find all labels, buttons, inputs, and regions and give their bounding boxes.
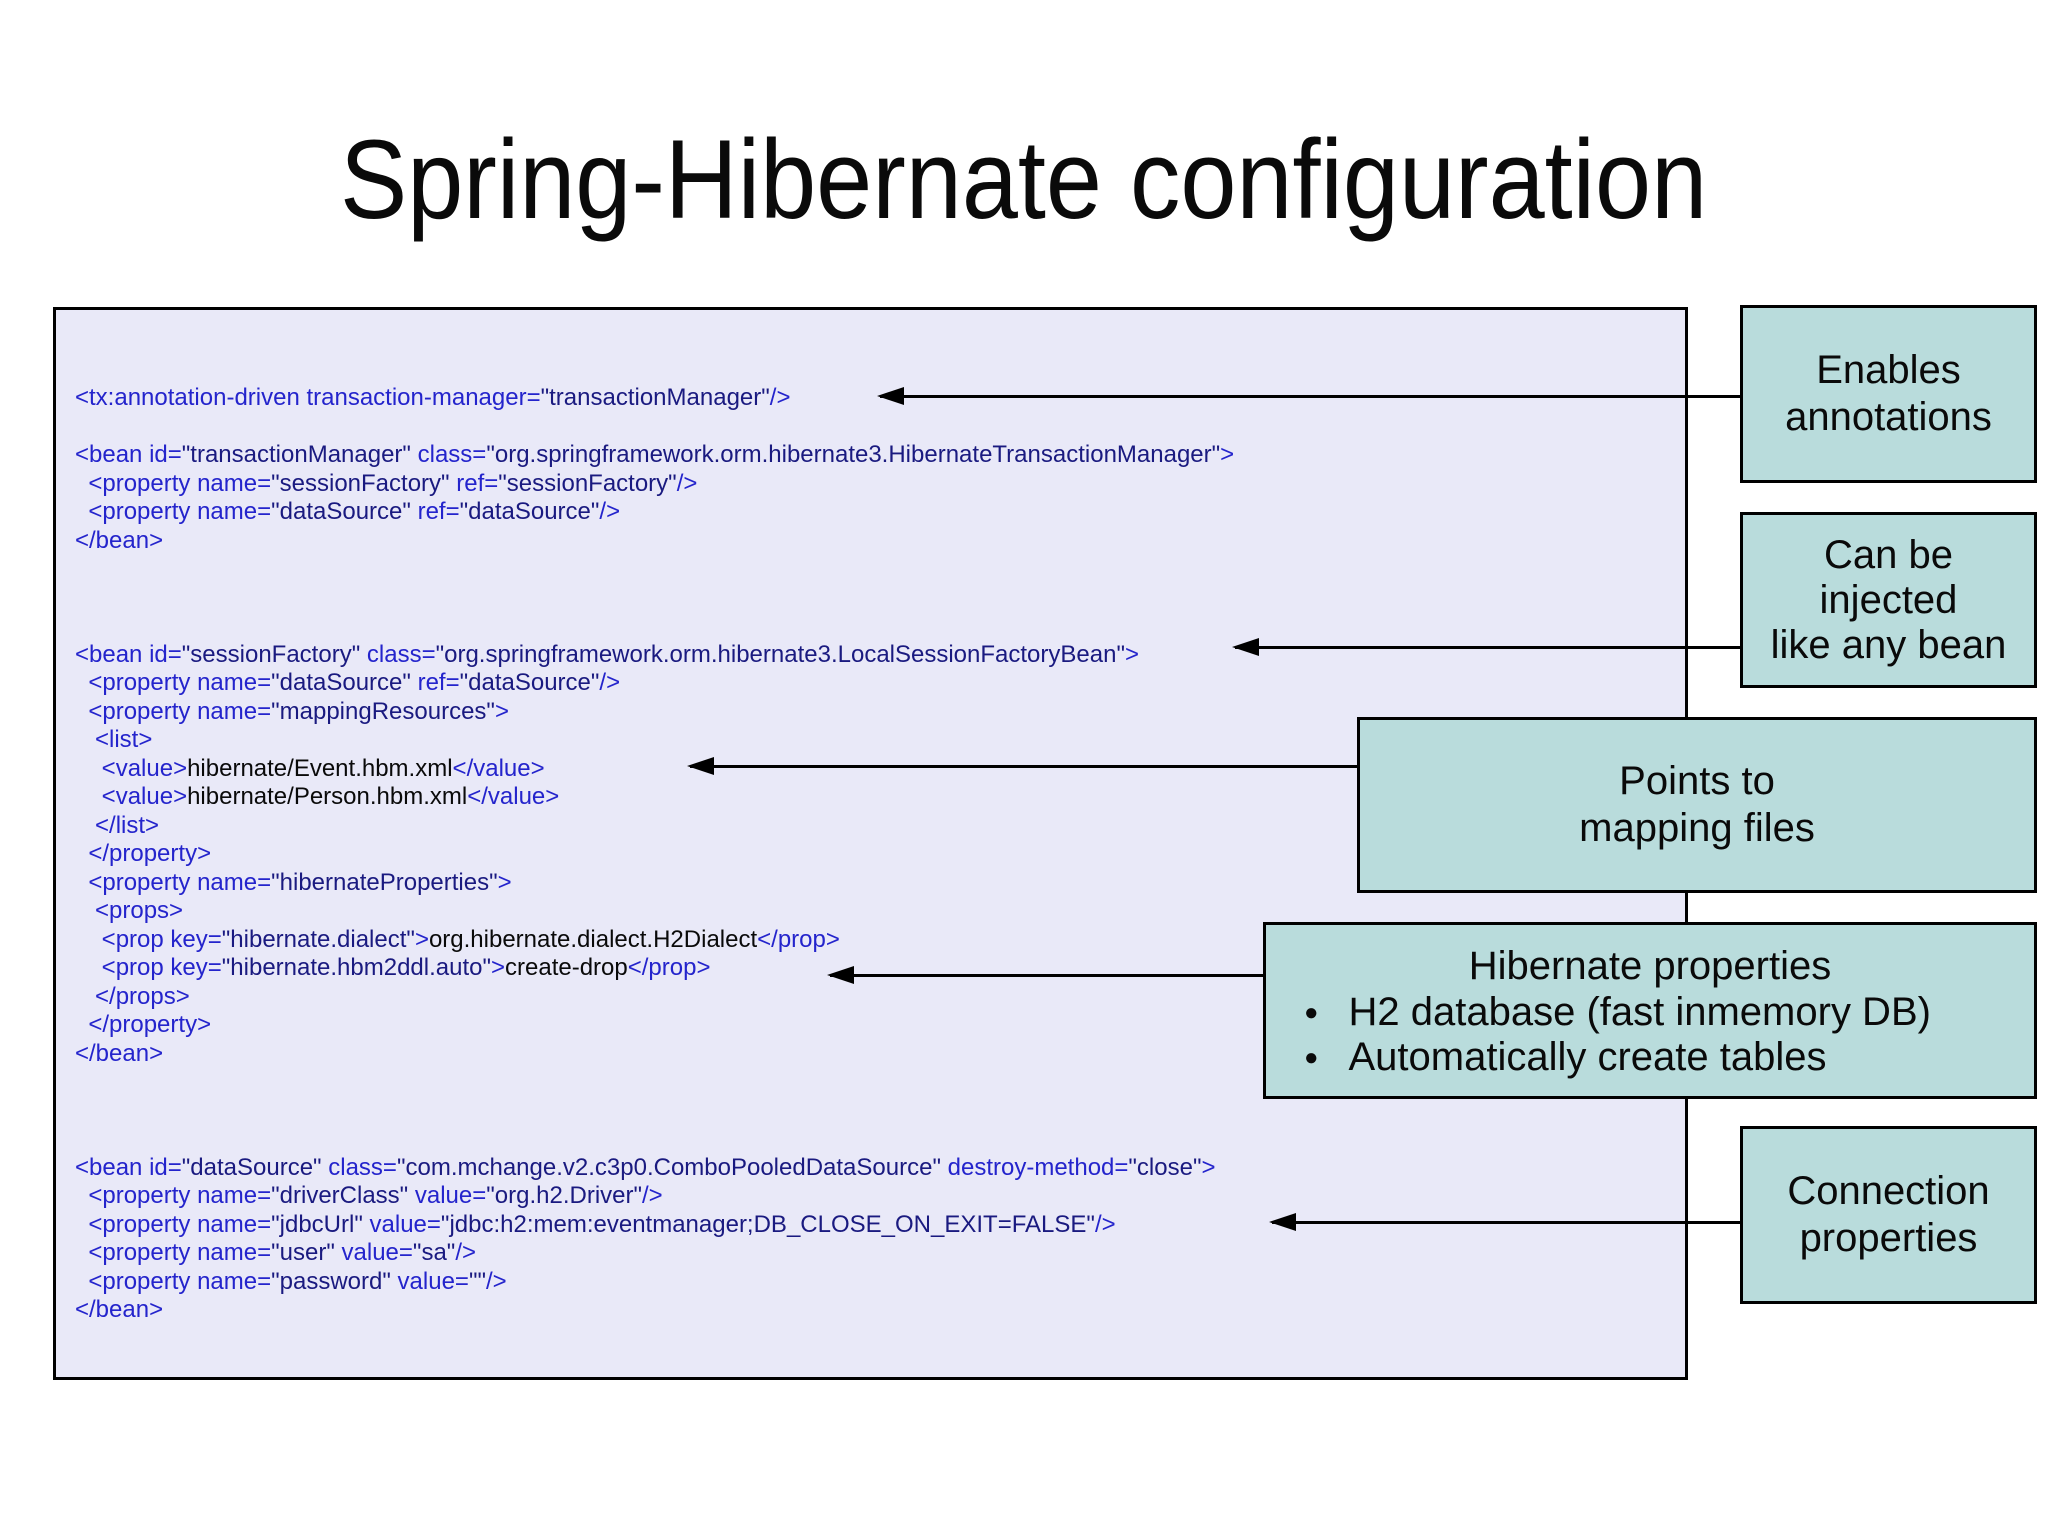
code-line: </bean> [75,1296,164,1323]
arrow-hibernate-properties [827,966,1263,984]
code-line: <list> [75,726,153,753]
callout-can-be-injected: Can be injected like any bean [1740,512,2037,688]
code-line [75,555,1681,584]
page-title: Spring-Hibernate configuration [0,116,2048,245]
code-line: <property name="dataSource" ref="dataSou… [75,498,621,525]
callout-enables-annotations: Enables annotations [1740,305,2037,483]
arrow-can-be-injected [1232,638,1740,656]
code-line: <property name="driverClass" value="org.… [75,1182,663,1209]
code-line [75,1125,1681,1154]
code-line: </bean> [75,1039,164,1067]
code-line [75,584,1681,613]
code-line: <property name="hibernateProperties"> [75,868,512,896]
code-line [75,612,1681,641]
code-line: <tx:annotation-driven transaction-manage… [75,384,791,411]
callout-hibernate-bullet-1: ● H2 database (fast inmemory DB) [1266,990,2034,1035]
callout-points-to-mapping-files: Points to mapping files [1357,717,2037,893]
code-line [75,413,1681,442]
bullet-icon: ● [1304,1043,1319,1071]
bullet-icon: ● [1304,998,1319,1026]
code-line: <value>hibernate/Person.hbm.xml</value> [75,783,560,810]
code-line: <bean id="transactionManager" class="org… [75,441,1235,468]
code-line: <props> [75,897,184,924]
code-line: <property name="password" value=""/> [75,1267,507,1295]
code-line: <property name="mappingResources"> [75,697,509,725]
callout-hibernate-bullet-1-text: H2 database (fast inmemory DB) [1348,989,1931,1034]
code-line: <property name="jdbcUrl" value="jdbc:h2:… [75,1210,1116,1238]
code-line [75,1097,1681,1126]
page-title-text: Spring-Hibernate configuration [340,117,1708,242]
callout-hibernate-bullet-2-text: Automatically create tables [1348,1034,1827,1079]
code-content: <tx:annotation-driven transaction-manage… [75,384,1681,1325]
arrow-enables-annotations [877,387,1740,405]
code-line: <bean id="dataSource" class="com.mchange… [75,1153,1216,1181]
code-line: <property name="sessionFactory" ref="ses… [75,469,698,497]
code-line: </bean> [75,526,164,554]
arrow-connection-properties [1269,1213,1740,1231]
callout-hibernate-bullet-2: ● Automatically create tables [1266,1035,2034,1080]
callout-hibernate-properties: Hibernate properties ● H2 database (fast… [1263,922,2037,1099]
code-line: <prop key="hibernate.hbm2ddl.auto">creat… [75,954,711,981]
code-line: <prop key="hibernate.dialect">org.hibern… [75,925,840,953]
code-line: </property> [75,1011,212,1038]
code-line: <property name="user" value="sa"/> [75,1239,476,1266]
code-line: </list> [75,811,160,839]
arrow-points-to-mapping-files [687,757,1357,775]
code-line: <property name="dataSource" ref="dataSou… [75,669,621,696]
code-line: <value>hibernate/Event.hbm.xml</value> [75,754,545,782]
code-line: </property> [75,840,212,867]
callout-connection-properties: Connection properties [1740,1126,2037,1304]
code-line: </props> [75,982,190,1010]
callout-hibernate-title: Hibernate properties [1468,943,1832,988]
code-line: <bean id="sessionFactory" class="org.spr… [75,640,1139,668]
